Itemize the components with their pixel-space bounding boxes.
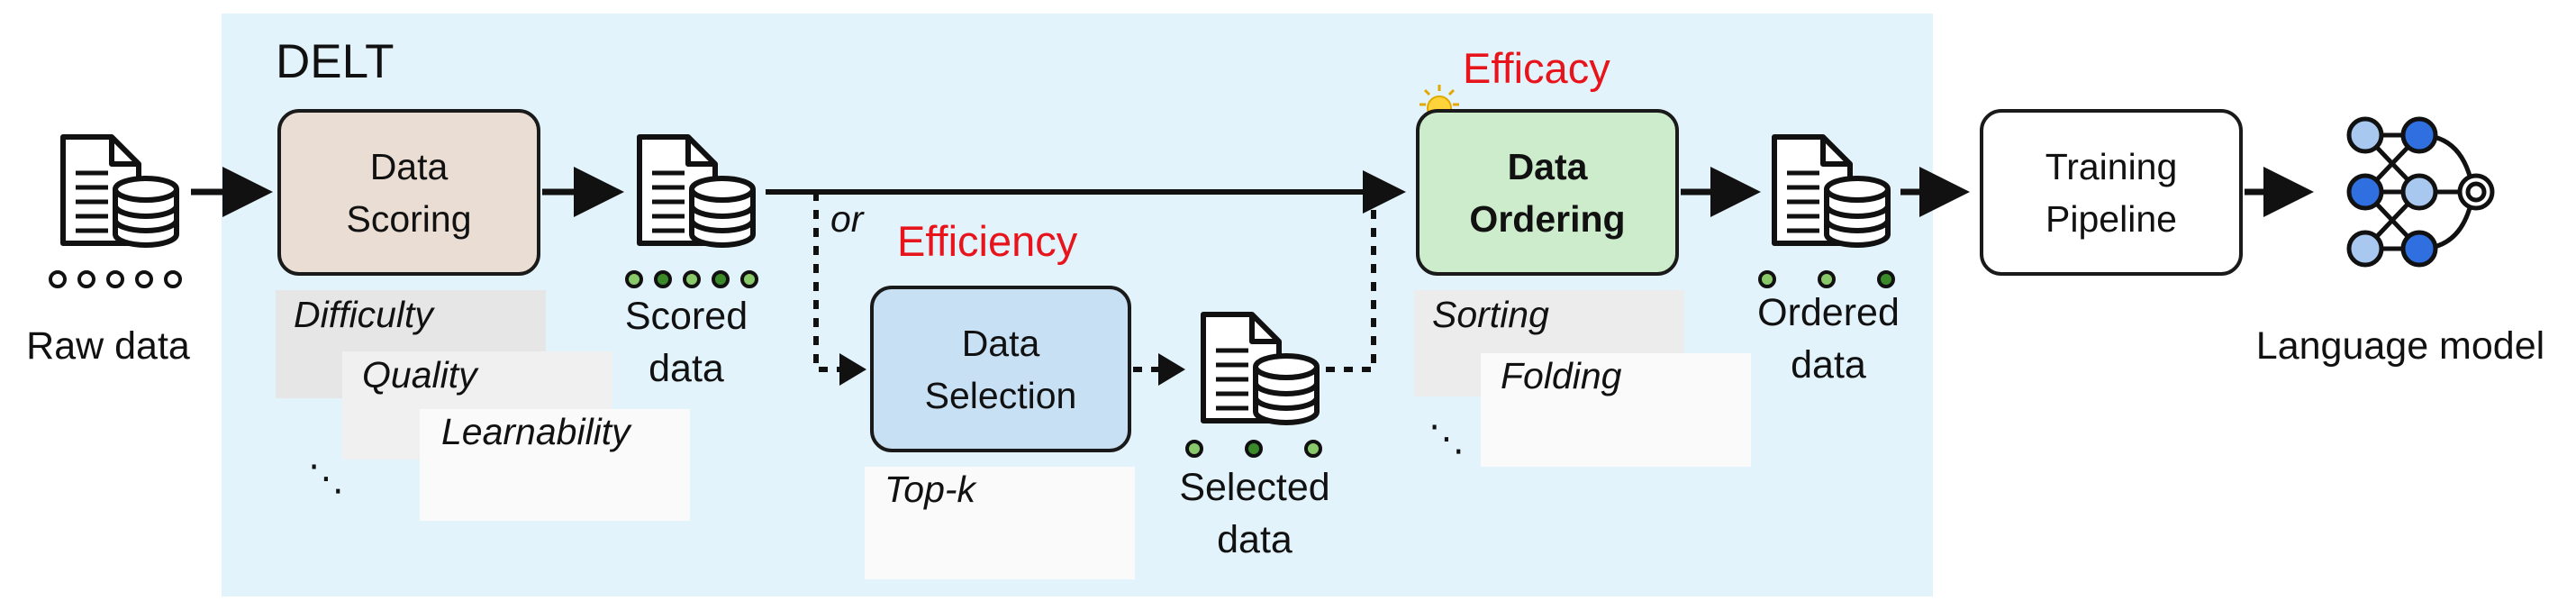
scored-line2: data <box>649 347 724 390</box>
scoring-method-quality: Quality <box>362 354 477 396</box>
selection-line1: Data <box>961 322 1040 364</box>
training-line2: Pipeline <box>2045 197 2177 240</box>
raw-data-label: Raw data <box>26 324 190 368</box>
data-ordering-box: Data Ordering <box>1416 109 1679 276</box>
selection-method-topk: Top-k <box>884 469 976 510</box>
ordering-method-sorting: Sorting <box>1432 294 1549 335</box>
scoring-line1: Data <box>369 145 449 187</box>
selected-line1: Selected <box>1179 466 1330 509</box>
raw-data-dots <box>49 270 182 288</box>
ordered-line1: Ordered <box>1757 291 1900 334</box>
selected-line2: data <box>1217 518 1293 561</box>
ordering-line1: Data <box>1507 145 1588 187</box>
training-pipeline-box: Training Pipeline <box>1980 109 2243 276</box>
ordered-data-label: Ordered data <box>1738 287 1918 391</box>
selection-card <box>865 467 1135 579</box>
scored-data-dots <box>625 270 758 288</box>
ordered-line2: data <box>1791 343 1866 387</box>
training-line1: Training <box>2045 145 2178 187</box>
document-database-icon <box>637 134 756 248</box>
ordering-line2: Ordering <box>1469 197 1626 240</box>
branch-or-label: or <box>830 198 864 240</box>
scoring-method-learnability: Learnability <box>441 411 630 452</box>
ordered-data-dots <box>1758 270 1895 288</box>
document-database-icon <box>1201 312 1320 425</box>
scored-line1: Scored <box>624 295 748 338</box>
efficiency-tag: Efficiency <box>897 217 1078 265</box>
language-model-label: Language model <box>2255 324 2545 368</box>
scored-data-label: Scored data <box>596 290 776 395</box>
ordering-method-folding: Folding <box>1501 355 1622 396</box>
document-database-icon <box>1772 134 1891 248</box>
dotted-selected-to-ordering <box>1326 192 1376 372</box>
scoring-line2: Scoring <box>346 197 472 240</box>
neural-network-icon <box>2346 116 2495 268</box>
dotted-branch-to-selection <box>813 192 866 386</box>
selected-data-label: Selected data <box>1165 461 1345 566</box>
document-database-icon <box>60 134 179 248</box>
ordering-card-2 <box>1481 353 1751 467</box>
ordering-more-ellipsis: ⋱ <box>1429 419 1465 459</box>
scoring-method-difficulty: Difficulty <box>294 294 433 335</box>
scoring-more-ellipsis: ⋱ <box>308 459 344 498</box>
data-scoring-box: Data Scoring <box>277 109 540 276</box>
efficacy-tag: Efficacy <box>1463 44 1610 92</box>
framework-title: DELT <box>276 35 395 88</box>
selected-data-dots <box>1185 440 1322 458</box>
selection-line2: Selection <box>924 374 1077 416</box>
scoring-card-3 <box>420 409 690 521</box>
data-selection-box: Data Selection <box>870 286 1131 452</box>
